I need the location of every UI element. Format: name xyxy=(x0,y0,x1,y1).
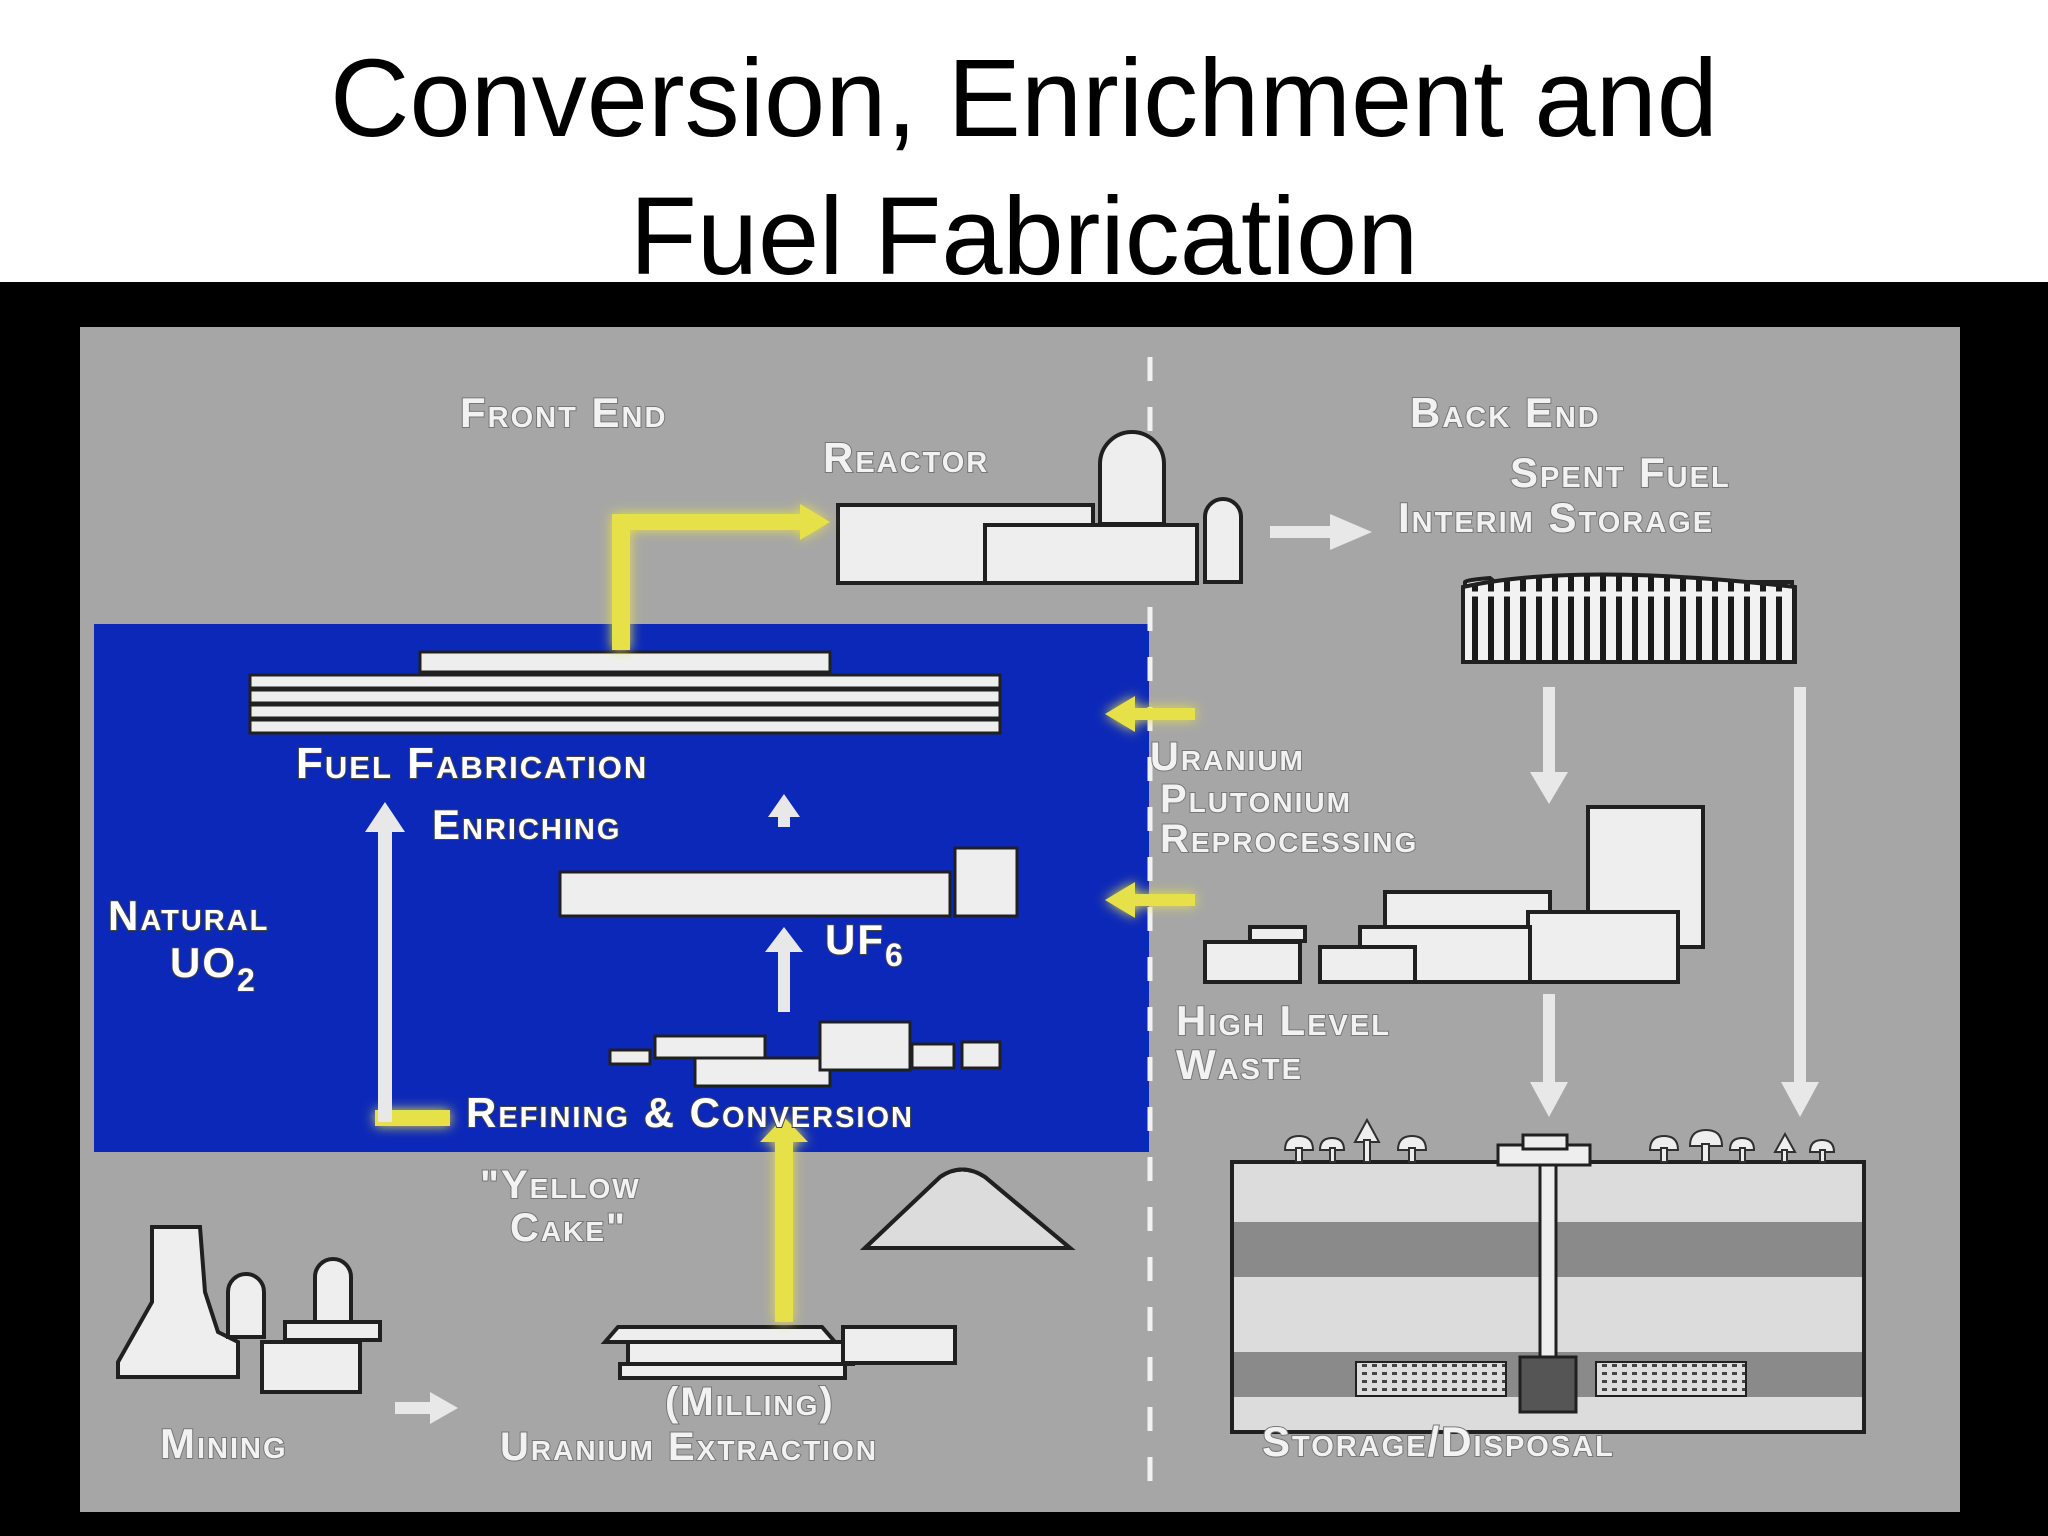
arrow-reprocessing-to-enriching xyxy=(1105,882,1195,918)
white-arrows xyxy=(365,514,1819,1424)
arrow-reprocessing-to-fabrication xyxy=(1105,696,1195,732)
title-line-2: Fuel Fabrication xyxy=(629,175,1419,298)
yellow-arrows xyxy=(375,504,1195,1322)
mill-icon xyxy=(600,1167,1076,1380)
fuel-fabrication-icon xyxy=(248,650,1002,735)
label-enriching: Enriching xyxy=(432,801,621,848)
reactor-icon xyxy=(836,430,1243,585)
label-reactor: Reactor xyxy=(823,434,989,481)
label-uo2-main: UO xyxy=(170,939,237,986)
label-fuel-fabrication: Fuel Fabrication xyxy=(296,739,648,788)
refining-plant-icon xyxy=(608,1020,1002,1088)
label-uo2: UO2 xyxy=(170,939,257,998)
arrow-mining-to-milling xyxy=(395,1392,458,1424)
arrow-storage-to-reprocessing xyxy=(1530,687,1568,804)
arrow-fabrication-to-reactor xyxy=(612,504,830,650)
label-uf6: UF6 xyxy=(825,916,905,973)
label-high-level: High Level xyxy=(1176,997,1391,1044)
label-natural: Natural xyxy=(108,892,269,939)
label-mining: Mining xyxy=(160,1420,288,1467)
label-spent-fuel: Spent Fuel xyxy=(1510,449,1731,496)
diagram-frame: Front End Back End Reactor Spent Fuel In… xyxy=(0,282,2048,1536)
label-uranium-extraction: Uranium Extraction xyxy=(500,1425,878,1469)
mine-icon xyxy=(116,1225,382,1394)
label-refining-conversion: Refining & Conversion xyxy=(466,1089,914,1136)
arrow-natural-to-fabrication xyxy=(365,802,405,1114)
reprocessing-plant-icon xyxy=(1203,805,1705,984)
trees-icon xyxy=(1283,1117,1836,1163)
enrichment-plant-icon xyxy=(558,846,1019,918)
label-uf-main: UF xyxy=(825,916,885,963)
arrow-refining-to-natural xyxy=(375,1110,450,1126)
arrow-storage-to-disposal xyxy=(1781,687,1819,1117)
arrow-reprocessing-to-disposal xyxy=(1530,994,1568,1117)
label-front-end: Front End xyxy=(460,389,667,436)
label-cake: Cake" xyxy=(510,1206,627,1250)
geologic-repository-icon xyxy=(1230,1133,1866,1434)
label-back-end: Back End xyxy=(1410,389,1601,436)
title-line-1: Conversion, Enrichment and xyxy=(330,37,1718,160)
label-waste: Waste xyxy=(1176,1041,1303,1088)
arrow-milling-to-refining xyxy=(760,1117,808,1322)
label-milling: (Milling) xyxy=(665,1380,835,1424)
label-storage-disposal: Storage/Disposal xyxy=(1262,1418,1615,1465)
arrow-enriching-up xyxy=(768,794,800,827)
label-uf-subscript: 6 xyxy=(885,937,905,973)
label-yellow: "Yellow xyxy=(480,1163,641,1207)
fuel-cycle-diagram: Front End Back End Reactor Spent Fuel In… xyxy=(80,327,1960,1512)
arrow-reactor-to-storage xyxy=(1270,514,1372,550)
label-uo2-subscript: 2 xyxy=(237,962,257,998)
label-reprocessing: Reprocessing xyxy=(1160,817,1418,861)
label-plutonium: Plutonium xyxy=(1160,777,1352,821)
interim-storage-icon xyxy=(1461,572,1797,664)
label-uranium: Uranium xyxy=(1150,735,1305,779)
arrow-uf6-up xyxy=(765,927,803,1012)
slide-title: Conversion, Enrichment and Fuel Fabricat… xyxy=(0,30,2048,306)
label-interim-storage: Interim Storage xyxy=(1398,494,1714,541)
